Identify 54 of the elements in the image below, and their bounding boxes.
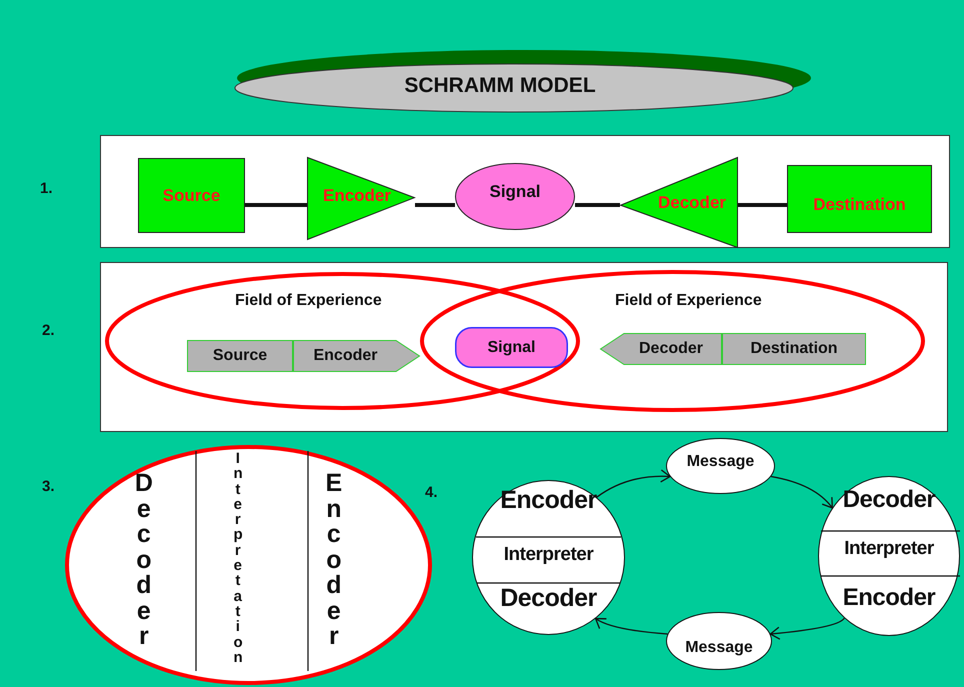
node-label: Signal: [489, 182, 540, 202]
connector: [245, 203, 307, 207]
connector: [596, 470, 671, 498]
heading: Field of Experience: [235, 292, 382, 310]
circle: [818, 476, 960, 636]
node-label: Signal: [487, 338, 536, 356]
connector: [770, 476, 833, 509]
connector: [575, 203, 620, 207]
node-label: Interpreter: [843, 538, 935, 560]
node-label: Message: [685, 639, 753, 657]
circle: [472, 480, 625, 635]
process-box: [787, 165, 932, 233]
signal-box: [455, 327, 568, 368]
node-label: Encoder: [313, 347, 378, 365]
node-label: Decoder: [842, 486, 936, 514]
node-label: Message: [686, 453, 754, 471]
field-ellipse: [105, 272, 580, 410]
title: SCHRAMM MODEL: [403, 74, 597, 98]
process-box: [138, 158, 245, 233]
heading: Field of Experience: [615, 292, 762, 310]
section-number: 1.: [40, 180, 53, 197]
section-number: 4.: [425, 484, 438, 501]
pentagon-box: [600, 333, 722, 365]
panel: [100, 262, 948, 432]
node-label: Source: [162, 186, 220, 206]
vertical-label: Interpretation: [234, 451, 242, 666]
node-label: Encoder: [322, 186, 392, 206]
connector: [738, 203, 787, 207]
connector: [594, 618, 668, 635]
panel: [100, 135, 950, 248]
node-label: Decoder: [658, 192, 726, 212]
connector: [770, 618, 845, 640]
pentagon-box: [293, 340, 420, 372]
node-label: Decoder: [638, 340, 704, 358]
field-ellipse: [420, 270, 925, 412]
triangle-shape: [307, 157, 415, 240]
section-number: 2.: [42, 322, 55, 339]
message-ellipse: [666, 438, 775, 494]
section-number: 3.: [42, 478, 55, 495]
signal-ellipse: [455, 163, 575, 230]
node-label: Source: [212, 347, 268, 365]
node-label: Decoder: [499, 584, 598, 613]
vertical-label: Decoder: [134, 471, 154, 650]
message-ellipse: [666, 612, 772, 670]
node-label: Destination: [813, 195, 906, 215]
process-box: [187, 340, 293, 372]
process-box: [722, 333, 866, 365]
triangle-shape: [620, 157, 738, 248]
node-label: Encoder: [499, 486, 598, 515]
vertical-label: Encoder: [324, 471, 344, 650]
connector: [415, 203, 455, 207]
node-label: Destination: [750, 340, 838, 358]
node-label: Interpreter: [502, 544, 594, 566]
node-label: Encoder: [842, 584, 936, 612]
